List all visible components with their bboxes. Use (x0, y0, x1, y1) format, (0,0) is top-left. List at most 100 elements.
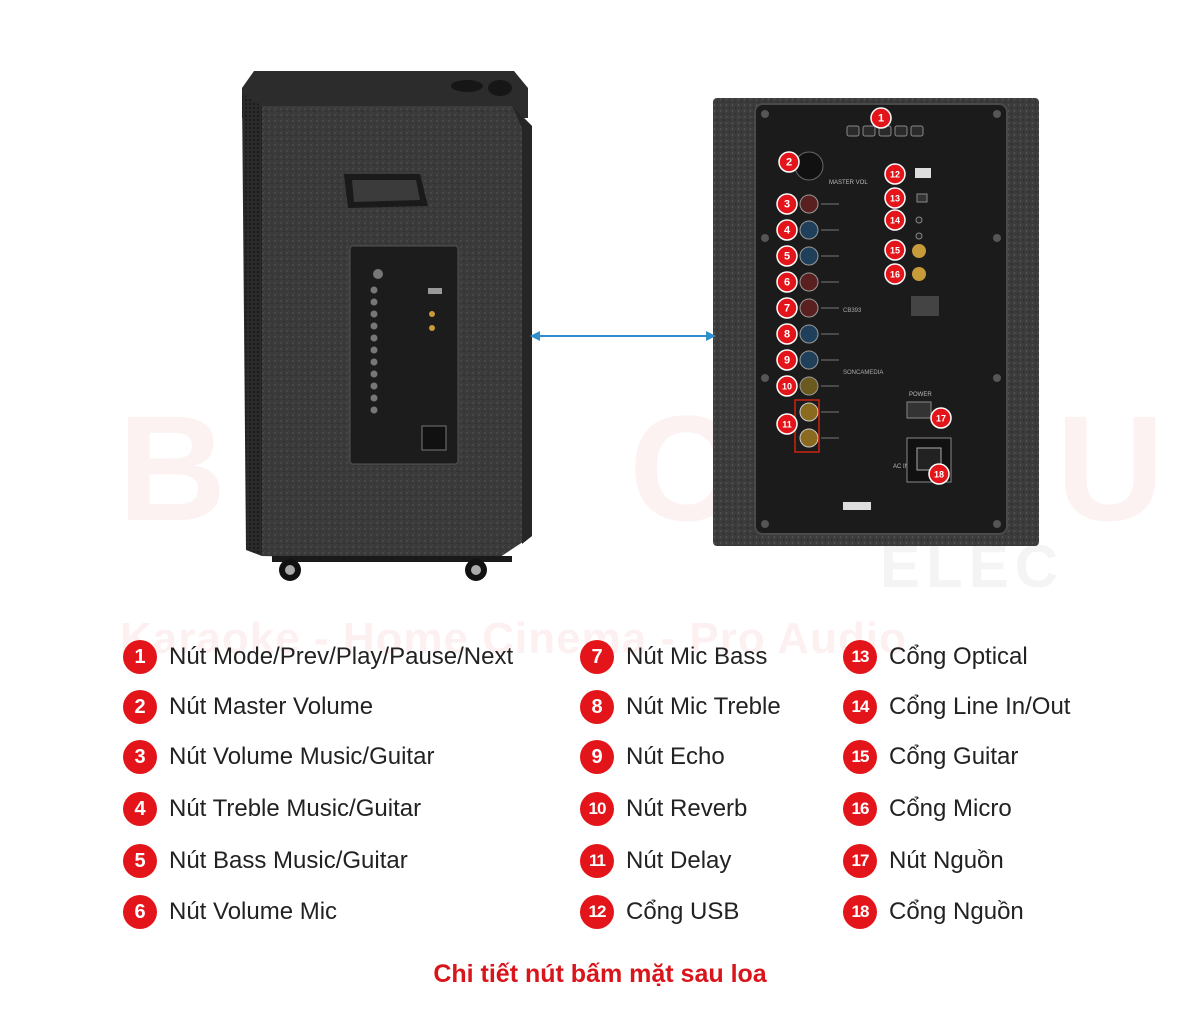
legend-item-18: 18 Cổng Nguồn (843, 895, 1024, 929)
callout-badge-6: 6 (776, 271, 798, 293)
ac-in-text: AC IN (893, 464, 909, 470)
svg-text:18: 18 (934, 470, 944, 480)
number-badge: 18 (843, 895, 877, 929)
callout-badge-14: 14 (884, 209, 906, 231)
legend-item-7: 7 Nút Mic Bass (580, 640, 767, 674)
callout-badge-13: 13 (884, 187, 906, 209)
number-badge: 8 (580, 690, 614, 724)
svg-text:7: 7 (784, 303, 790, 315)
legend-label: Cổng Guitar (889, 743, 1019, 770)
legend-item-2: 2 Nút Master Volume (123, 690, 373, 724)
callout-badge-8: 8 (776, 323, 798, 345)
svg-text:15: 15 (890, 246, 900, 256)
number-badge: 7 (580, 640, 614, 674)
legend-item-15: 15 Cổng Guitar (843, 740, 1018, 774)
number-badge: 13 (843, 640, 877, 674)
number-badge: 12 (580, 895, 614, 929)
legend-label: Nút Volume Mic (169, 898, 338, 925)
caption-text: Chi tiết nút bấm mặt sau loa (433, 960, 767, 988)
legend-item-5: 5 Nút Bass Music/Guitar (123, 844, 408, 878)
connector-arrow (530, 331, 716, 341)
svg-text:2: 2 (786, 157, 792, 169)
callout-badge-9: 9 (776, 349, 798, 371)
number-badge: 14 (843, 690, 877, 724)
legend-item-9: 9 Nút Echo (580, 740, 725, 774)
svg-text:17: 17 (936, 414, 946, 424)
legend-label: Cổng Nguồn (889, 898, 1024, 925)
number-badge: 17 (843, 844, 877, 878)
legend-label: Nút Delay (626, 847, 732, 874)
legend-label: Nút Mode/Prev/Play/Pause/Next (169, 643, 514, 670)
callout-badge-10: 10 (776, 375, 798, 397)
legend-item-13: 13 Cổng Optical (843, 640, 1028, 674)
number-badge: 9 (580, 740, 614, 774)
legend-item-3: 3 Nút Volume Music/Guitar (123, 740, 434, 774)
number-badge: 15 (843, 740, 877, 774)
legend-label: Nút Treble Music/Guitar (169, 795, 422, 822)
legend-label: Nút Master Volume (169, 693, 374, 720)
legend-label: Nút Volume Music/Guitar (169, 743, 435, 770)
number-badge: 4 (123, 792, 157, 826)
svg-text:8: 8 (784, 329, 790, 341)
model-text: CB393 (843, 308, 862, 314)
power-text: POWER (909, 392, 932, 398)
number-badge: 5 (123, 844, 157, 878)
callout-badge-5: 5 (776, 245, 798, 267)
svg-text:6: 6 (784, 277, 790, 289)
legend-item-1: 1 Nút Mode/Prev/Play/Pause/Next (123, 640, 513, 674)
svg-text:4: 4 (784, 225, 791, 237)
callout-badge-2: 2 (778, 151, 800, 173)
legend-item-6: 6 Nút Volume Mic (123, 895, 337, 929)
callout-badge-17: 17 (930, 407, 952, 429)
legend-label: Nút Reverb (626, 795, 748, 822)
legend-label: Nút Echo (626, 743, 725, 770)
legend-item-10: 10 Nút Reverb (580, 792, 747, 826)
svg-text:14: 14 (890, 216, 900, 226)
number-badge: 6 (123, 895, 157, 929)
legend-label: Nút Nguồn (889, 847, 1004, 874)
svg-text:12: 12 (890, 170, 900, 180)
master-vol-text: MASTER VOL (829, 180, 868, 186)
speaker-cabinet-image (242, 71, 532, 581)
watermark-tagline: Karaoke - Home Cinema - Pro Audio (120, 614, 907, 663)
legend-label: Cổng Optical (889, 643, 1028, 670)
callout-badge-18: 18 (928, 463, 950, 485)
svg-text:9: 9 (784, 355, 790, 367)
number-badge: 10 (580, 792, 614, 826)
number-badge: 2 (123, 690, 157, 724)
legend-item-17: 17 Nút Nguồn (843, 844, 1004, 878)
svg-text:1: 1 (878, 113, 884, 125)
rear-panel-closeup-image: MASTER VOL (713, 98, 1039, 546)
svg-text:5: 5 (784, 251, 790, 263)
callout-badge-1: 1 (870, 107, 892, 129)
number-badge: 11 (580, 844, 614, 878)
brand-text: SONCAMEDIA (843, 370, 883, 376)
legend-item-12: 12 Cổng USB (580, 895, 739, 929)
legend-label: Nút Mic Treble (626, 693, 781, 720)
legend-item-4: 4 Nút Treble Music/Guitar (123, 792, 421, 826)
svg-text:10: 10 (782, 382, 792, 392)
legend-item-14: 14 Cổng Line In/Out (843, 690, 1070, 724)
legend-label: Cổng USB (626, 898, 740, 925)
number-badge: 1 (123, 640, 157, 674)
legend-label: Cổng Micro (889, 795, 1012, 822)
number-badge: 3 (123, 740, 157, 774)
number-badge: 16 (843, 792, 877, 826)
svg-text:13: 13 (890, 194, 900, 204)
callout-badge-12: 12 (884, 163, 906, 185)
callout-badge-3: 3 (776, 193, 798, 215)
legend-item-16: 16 Cổng Micro (843, 792, 1012, 826)
callout-badge-16: 16 (884, 263, 906, 285)
callout-badge-4: 4 (776, 219, 798, 241)
legend-item-11: 11 Nút Delay (580, 844, 731, 878)
svg-text:11: 11 (782, 420, 792, 430)
legend-item-8: 8 Nút Mic Treble (580, 690, 781, 724)
callout-badge-15: 15 (884, 239, 906, 261)
callout-badge-11: 11 (776, 413, 798, 435)
svg-text:3: 3 (784, 199, 790, 211)
callout-badge-7: 7 (776, 297, 798, 319)
svg-text:16: 16 (890, 270, 900, 280)
legend-label: Nút Bass Music/Guitar (169, 847, 408, 874)
legend-label: Nút Mic Bass (626, 643, 768, 670)
